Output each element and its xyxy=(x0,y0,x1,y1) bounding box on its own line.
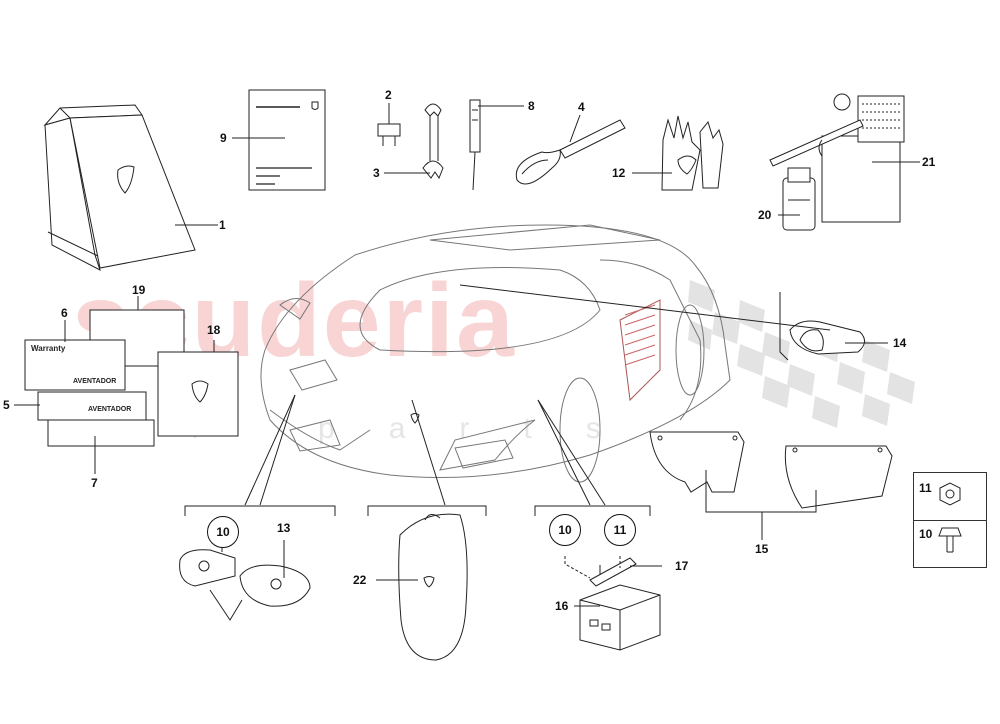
callout-15: 15 xyxy=(755,542,769,556)
callout-17: 17 xyxy=(675,559,689,573)
hardware-legend-divider xyxy=(914,520,986,521)
booklets-group xyxy=(24,309,239,447)
callout-12: 12 xyxy=(612,166,626,180)
hardware-legend-box: 11 10 xyxy=(913,472,987,568)
compressor-item-21 xyxy=(769,93,905,223)
nut-icon xyxy=(939,482,961,506)
bracket-item-17 xyxy=(589,557,637,587)
callout-20: 20 xyxy=(758,208,772,222)
aventador-text-a: AVENTADOR xyxy=(73,378,117,385)
callout-10: 10 xyxy=(919,527,933,541)
callout-6: 6 xyxy=(61,306,68,320)
callout-14: 14 xyxy=(893,336,907,350)
circle-ref-11-relay: 11 xyxy=(604,514,636,546)
callout-19: 19 xyxy=(132,283,146,297)
manual-item-9 xyxy=(248,89,326,191)
callout-4: 4 xyxy=(578,100,585,114)
bolt-icon xyxy=(938,527,962,553)
underbody-panels-item-15 xyxy=(649,431,893,509)
checkered-flag-icon xyxy=(688,280,915,428)
wrench-item-3 xyxy=(422,103,444,180)
callout-11: 11 xyxy=(919,481,932,495)
lamborghini-aventador-car-icon xyxy=(260,224,731,483)
screwdriver-item-8 xyxy=(469,99,481,191)
circle-ref-10-relay: 10 xyxy=(549,514,581,546)
horn-item-13 xyxy=(179,549,311,621)
warranty-text: Warranty xyxy=(31,344,66,353)
callout-21: 21 xyxy=(922,155,936,169)
relay-item-16 xyxy=(579,584,661,651)
callout-22: 22 xyxy=(353,573,367,587)
callout-13: 13 xyxy=(277,521,291,535)
circle-ref-10-horn: 10 xyxy=(207,516,239,548)
callout-16: 16 xyxy=(555,599,569,613)
gloves-item-12 xyxy=(661,115,724,191)
bag-item-22 xyxy=(398,513,468,661)
callout-1: 1 xyxy=(219,218,226,232)
aventador-text-b: AVENTADOR xyxy=(88,406,132,413)
callout-7: 7 xyxy=(91,476,98,490)
callout-5: 5 xyxy=(3,398,10,412)
sealant-bottle-item-20 xyxy=(782,167,816,231)
callout-8: 8 xyxy=(528,99,535,113)
sensor-item-14 xyxy=(779,292,865,361)
callout-2: 2 xyxy=(385,88,392,102)
callout-9: 9 xyxy=(220,131,227,145)
case-item-1 xyxy=(43,104,196,272)
tow-hook-item-4 xyxy=(515,119,626,185)
callout-18: 18 xyxy=(207,323,221,337)
callout-3: 3 xyxy=(373,166,380,180)
fuse-item-2 xyxy=(377,123,401,146)
